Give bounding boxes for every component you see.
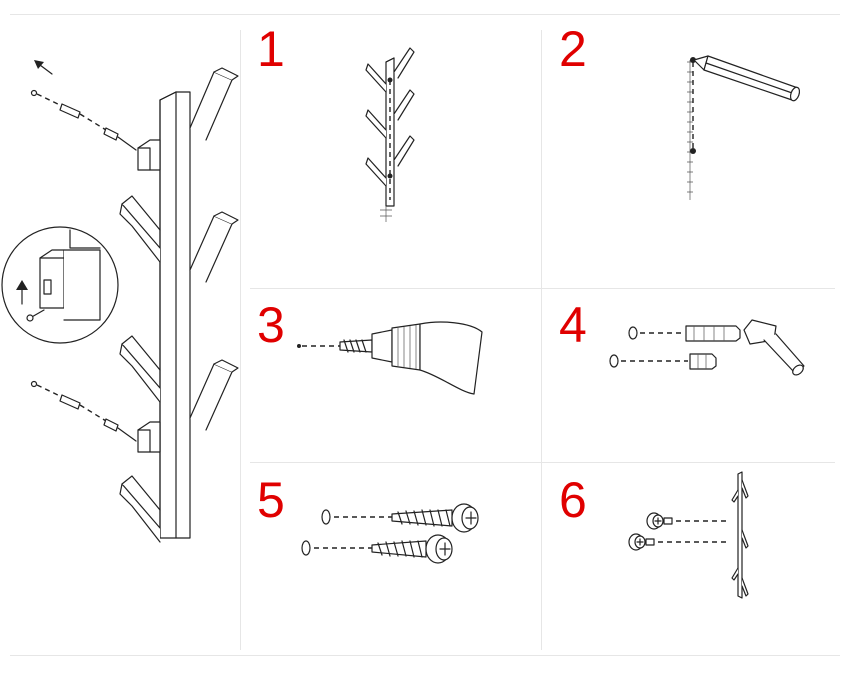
column-divider-left <box>240 30 241 650</box>
screw-head-lower <box>628 533 655 551</box>
top-rule <box>10 14 840 15</box>
wall-plug-upper <box>685 325 741 342</box>
bottom-rule <box>10 655 840 656</box>
bracket-detail-magnifier <box>1 226 119 344</box>
step3-drill-illustration <box>297 321 483 395</box>
hammer-icon <box>743 319 805 376</box>
pencil-icon <box>693 55 801 102</box>
step-number-1: 1 <box>257 21 285 77</box>
step5-screws-illustration <box>301 503 479 564</box>
step-number-4: 4 <box>559 297 587 353</box>
row-divider-1 <box>250 288 835 289</box>
step-number-6: 6 <box>559 472 587 528</box>
lower-screw-assembly <box>30 380 137 442</box>
rack-side-view <box>731 471 749 599</box>
step4-hammer-plugs-illustration <box>609 319 805 376</box>
screw-head-upper <box>646 512 673 530</box>
step-number-5: 5 <box>257 472 285 528</box>
upper-screw-assembly <box>30 89 137 151</box>
step-number-3: 3 <box>257 297 285 353</box>
step-number-2: 2 <box>559 21 587 77</box>
drill-icon <box>339 321 483 395</box>
up-left-arrow-icon <box>34 60 53 75</box>
step6-hang-illustration <box>628 471 749 599</box>
wall-plug-lower <box>689 353 717 370</box>
rack-overview <box>1 60 239 543</box>
step1-rack-illustration <box>365 47 415 222</box>
column-divider-right <box>541 30 542 650</box>
row-divider-2 <box>250 462 835 463</box>
screw-upper <box>391 503 479 533</box>
step2-pencil-illustration <box>687 55 801 200</box>
screw-lower <box>371 534 453 564</box>
